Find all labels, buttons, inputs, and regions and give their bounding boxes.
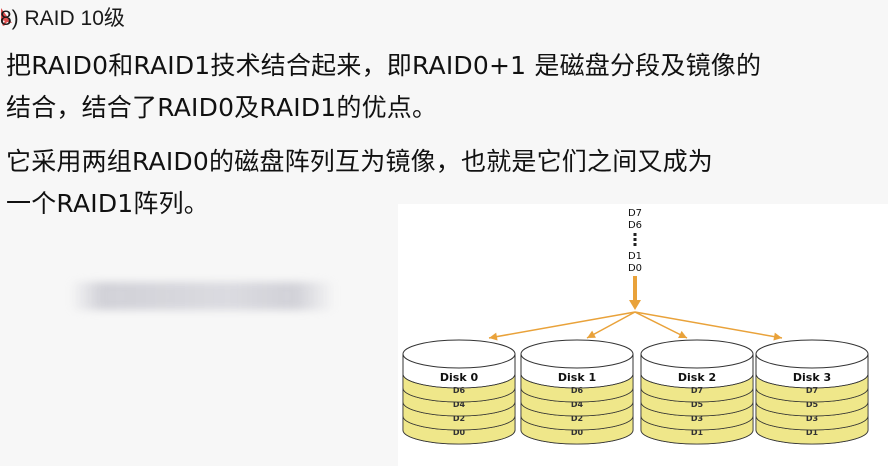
disk-block-label: D7 — [806, 386, 818, 395]
disk-0: D0 D2 D4 D6 Disk 0 — [402, 339, 516, 445]
disk-name-label: Disk 0 — [440, 371, 479, 384]
disk-block-label: D4 — [571, 400, 584, 409]
disk-block-label: D0 — [571, 428, 584, 437]
disk-block-label: D1 — [691, 428, 704, 437]
distribution-arrow — [634, 311, 688, 339]
disk-cylinders: D0 D2 D4 D6 Disk 0 D0 D2 D4 D6 Disk 1 D1 D3 D5 D7 Disk… — [402, 339, 869, 445]
distribution-arrow — [488, 311, 636, 339]
disk-name-label: Disk 3 — [793, 371, 831, 384]
disk-block-label: D0 — [453, 428, 466, 437]
disk-block-label: D3 — [691, 414, 703, 423]
paragraph-line: 一个RAID1阵列。 — [6, 189, 209, 218]
disk-top — [755, 339, 869, 369]
incoming-data-label: D0 — [628, 263, 642, 274]
disk-block-label: D3 — [806, 414, 818, 423]
distribution-arrow-head — [678, 330, 687, 338]
paragraph-raid10-mirror: 它采用两组RAID0的磁盘阵列互为镜像，也就是它们之间又成为 一个RAID1阵列… — [6, 141, 713, 225]
disk-band-edge — [402, 373, 516, 389]
disk-band-edge — [520, 373, 634, 389]
ellipsis-dot — [633, 238, 637, 241]
disk-3: D1 D3 D5 D7 Disk 3 — [755, 339, 869, 445]
distribution-arrow — [586, 311, 636, 339]
ellipsis-dot — [633, 243, 637, 246]
distribution-arrow-head — [773, 332, 782, 341]
disk-block-label: D5 — [806, 400, 819, 409]
disk-band-edge — [640, 373, 754, 389]
disk-block-label: D1 — [806, 428, 819, 437]
disk-band-edge — [755, 373, 869, 389]
cursor-arrow-icon — [1, 8, 12, 26]
incoming-data-label: D1 — [628, 251, 642, 262]
distribution-arrows — [488, 311, 783, 341]
distribution-arrow — [634, 311, 783, 339]
disk-block-label: D5 — [691, 400, 704, 409]
paragraph-line: 它采用两组RAID0的磁盘阵列互为镜像，也就是它们之间又成为 — [6, 147, 713, 176]
disk-block-label: D6 — [453, 386, 466, 395]
blurred-text — [70, 282, 335, 310]
paragraph-line: 结合，结合了RAID0及RAID1的优点。 — [6, 93, 438, 122]
disk-top — [520, 339, 634, 369]
ellipsis-dot — [633, 233, 637, 236]
disk-top — [640, 339, 754, 369]
section-heading: 8) RAID 10级 — [0, 7, 125, 30]
paragraph-line: 把RAID0和RAID1技术结合起来，即RAID0+1 是磁盘分段及镜像的 — [6, 51, 762, 80]
disk-block-label: D2 — [453, 414, 465, 423]
distribution-arrow-head — [489, 332, 498, 341]
disk-1: D0 D2 D4 D6 Disk 1 — [520, 339, 634, 445]
distribution-arrow-head — [587, 330, 596, 338]
disk-block-label: D7 — [691, 386, 703, 395]
incoming-data-label: D6 — [628, 220, 642, 231]
paragraph-raid10-definition: 把RAID0和RAID1技术结合起来，即RAID0+1 是磁盘分段及镜像的 结合… — [6, 45, 761, 129]
incoming-data-label: D7 — [628, 208, 642, 219]
disk-block-label: D2 — [571, 414, 583, 423]
disk-2: D1 D3 D5 D7 Disk 2 — [640, 339, 754, 445]
down-arrow-head — [629, 300, 641, 310]
disk-top — [402, 339, 516, 369]
disk-name-label: Disk 2 — [678, 371, 716, 384]
disk-name-label: Disk 1 — [558, 371, 596, 384]
disk-block-label: D6 — [571, 386, 584, 395]
disk-block-label: D4 — [453, 400, 466, 409]
